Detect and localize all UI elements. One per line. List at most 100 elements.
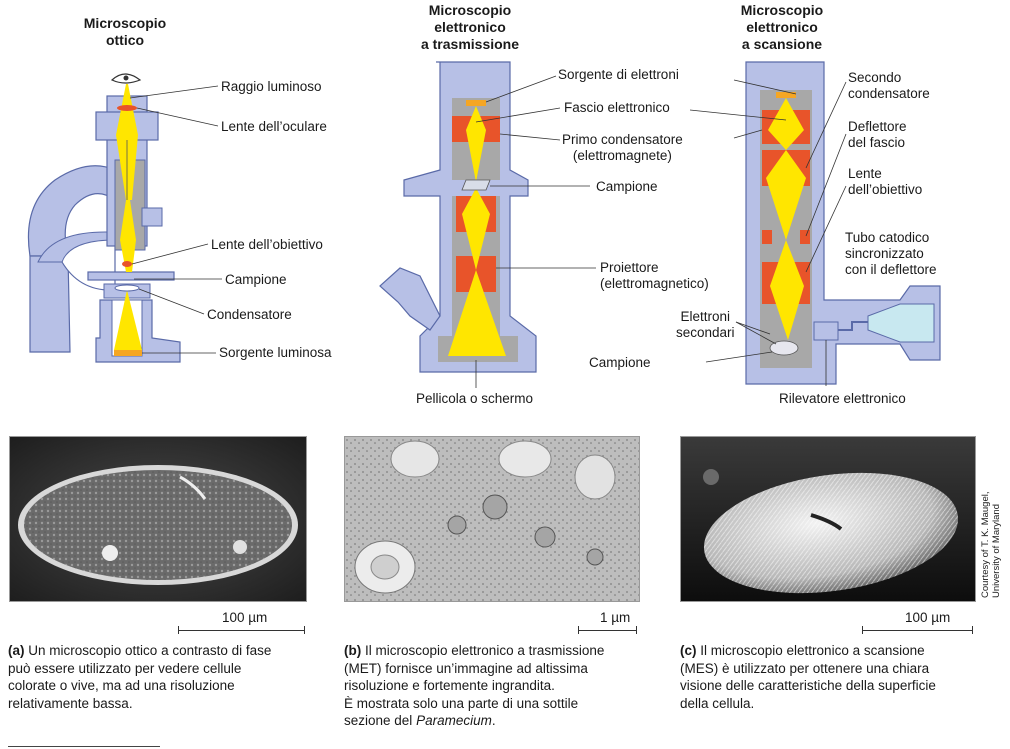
label-sem-objective: Lente dell’obiettivo	[848, 166, 922, 198]
leader-electron-source	[485, 75, 557, 103]
title-line: a trasmissione	[420, 36, 520, 52]
caption-tag: (b)	[344, 643, 362, 658]
label-line: Deflettore	[848, 119, 907, 134]
label-line: Primo condensatore	[562, 132, 683, 147]
scale-tick	[304, 626, 305, 634]
scale-tick	[862, 626, 863, 634]
label-line: Elettroni	[680, 309, 731, 324]
objective-lens	[122, 261, 132, 267]
leader-light-ray	[129, 85, 219, 99]
caption-c: (c) Il microscopio elettronico a scansio…	[680, 642, 1000, 712]
label-line: sincronizzato	[845, 246, 924, 261]
caption-italic: Paramecium	[416, 713, 492, 728]
label-line: secondari	[676, 325, 735, 340]
label-line: del fascio	[848, 135, 906, 150]
label-line: condensatore	[848, 86, 930, 101]
title-line: ottico	[105, 32, 145, 48]
leader-deflector	[805, 133, 847, 237]
label-line: Tubo catodico	[845, 230, 930, 245]
sem-deflector-right	[800, 230, 810, 244]
label-objective: Lente dell’obiettivo	[211, 237, 323, 252]
leader-eyepiece	[136, 107, 219, 127]
label-secondary-electrons: Elettroni secondari	[676, 309, 735, 341]
label-second-condenser: Secondo condensatore	[848, 70, 930, 102]
caption-text: Il microscopio elettronico a trasmission…	[365, 643, 605, 658]
leader-sem-condenser	[733, 129, 763, 139]
label-line: (elettromagnete)	[572, 148, 672, 163]
tem-viewing-port	[379, 267, 441, 331]
paramecium-tem-image	[345, 437, 639, 601]
objective-turret	[141, 207, 163, 227]
leader-electron-beam	[475, 107, 561, 123]
photo-credit: Courtesy of T. K. Maugel, University of …	[980, 492, 1002, 599]
footer-rule	[8, 746, 160, 747]
caption-text: Un microscopio ottico a contrasto di fas…	[28, 643, 272, 658]
label-detector: Rilevatore elettronico	[779, 391, 906, 406]
paramecium-light-image	[10, 437, 306, 601]
label-line: con il deflettore	[845, 262, 937, 277]
tem-beam-middle	[462, 188, 490, 270]
tem-beam-lower	[448, 270, 506, 356]
eye-icon	[110, 73, 142, 84]
caption-b: (b) Il microscopio elettronico a trasmis…	[344, 642, 664, 730]
label-sem-specimen: Campione	[589, 355, 651, 370]
eye-pupil-icon	[123, 75, 129, 81]
credit-line: Courtesy of T. K. Maugel,	[980, 491, 991, 599]
sem-microscope	[689, 61, 941, 386]
caption-line: (MET) fornisce un’immagine ad altissima	[344, 660, 588, 676]
microscope-arm-lower	[29, 255, 71, 353]
caption-line: (a) Un microscopio ottico a contrasto di…	[8, 642, 328, 660]
label-crt: Tubo catodico sincronizzato con il defle…	[845, 230, 937, 278]
caption-line: colorate o vive, ma ad una risoluzione	[8, 678, 235, 693]
label-light-ray: Raggio luminoso	[221, 79, 322, 94]
leader-secondary-2	[735, 321, 771, 335]
label-electron-source: Sorgente di elettroni	[558, 67, 679, 82]
title-line: Microscopio	[740, 2, 824, 18]
leader-sem-objective	[805, 185, 847, 273]
caption-line: risoluzione e fortemente ingrandita.	[344, 678, 555, 693]
tem-title: Microscopio elettronico a trasmissione	[400, 2, 540, 53]
sem-title: Microscopio elettronico a scansione	[712, 2, 852, 53]
title-line: elettronico	[434, 19, 506, 35]
caption-text: .	[491, 713, 496, 728]
light-micrograph	[9, 436, 307, 602]
label-line: (elettromagnetico)	[600, 276, 709, 291]
leader-second-condenser	[805, 81, 847, 169]
caption-line: visione delle caratteristiche della supe…	[680, 678, 936, 693]
sem-beam-2	[766, 150, 806, 240]
label-projector: Proiettore (elettromagnetico)	[600, 260, 709, 292]
label-line: Proiettore	[600, 260, 659, 275]
label-deflector: Deflettore del fascio	[848, 119, 907, 151]
tem-micrograph	[344, 436, 640, 602]
paramecium-sem-image	[681, 437, 975, 601]
leader-secondary-1	[735, 321, 777, 345]
label-first-condenser: Primo condensatore (elettromagnete)	[562, 132, 683, 164]
title-line: elettronico	[746, 19, 818, 35]
sem-crt-tube	[867, 303, 935, 343]
optical-microscope	[27, 73, 222, 363]
scale-bar-b	[578, 630, 636, 631]
sem-beam-3	[770, 240, 804, 340]
label-specimen: Campione	[225, 272, 287, 287]
leader-objective	[131, 243, 209, 265]
caption-line: può essere utilizzato per vedere cellule	[8, 660, 242, 676]
light-beam-lower	[114, 290, 142, 350]
scale-label-a: 100 µm	[222, 610, 268, 625]
leader-sem-source	[733, 79, 797, 95]
scale-bar-c	[862, 630, 972, 631]
scale-tick	[578, 626, 579, 634]
caption-line: (MES) è utilizzato per ottenere una chia…	[680, 660, 930, 676]
leader-first-condenser	[499, 133, 561, 141]
caption-text: Il microscopio elettronico a scansione	[700, 643, 925, 658]
caption-line: sezione del Paramecium.	[344, 712, 664, 730]
sem-detector-cable	[838, 321, 868, 331]
caption-line: È mostrata solo una parte di una sottile	[344, 695, 579, 711]
scale-tick	[972, 626, 973, 634]
scale-label-b: 1 µm	[600, 610, 631, 625]
label-condenser: Condensatore	[207, 307, 292, 322]
leader-sem-specimen	[705, 351, 773, 363]
microscopes-diagram	[27, 61, 941, 388]
caption-line: (b) Il microscopio elettronico a trasmis…	[344, 642, 664, 660]
title-line: a scansione	[741, 36, 823, 52]
scale-tick	[636, 626, 637, 634]
